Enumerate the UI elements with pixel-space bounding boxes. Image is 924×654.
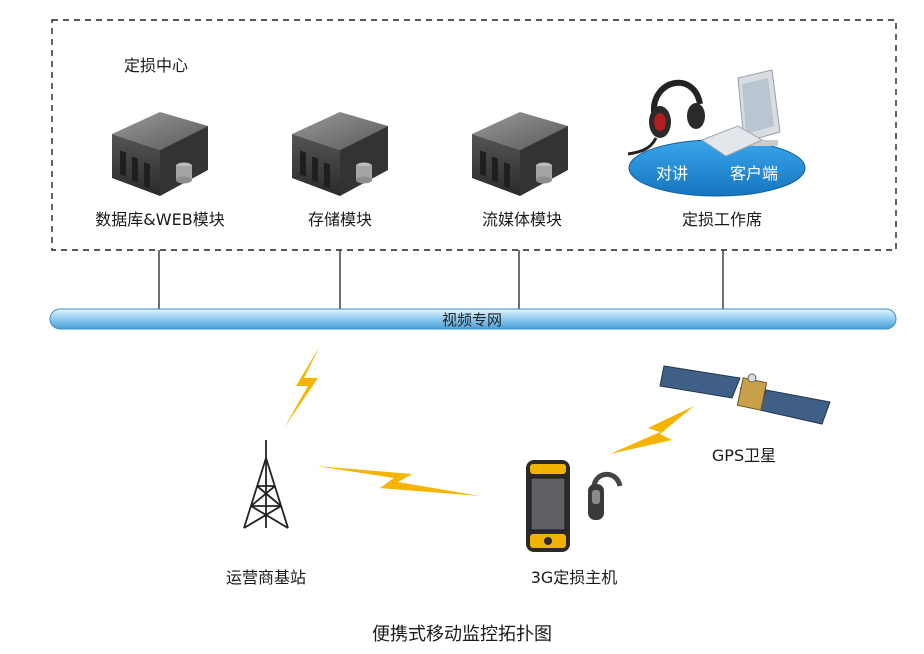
satellite-label: GPS卫星 [711,446,777,465]
base-station-label: 运营商基站 [225,568,307,587]
center-boundary [51,19,897,251]
lightning-icon [316,466,480,496]
module-label-streaming: 流媒体模块 [481,210,563,229]
video-network-pipe [49,308,897,330]
center-title: 定损中心 [124,56,189,75]
network-label: 视频专网 [441,311,503,329]
intercom-tag: 对讲 [656,164,689,183]
host-label: 3G定损主机 [530,568,618,587]
workstation-icon [627,69,806,197]
monitor-icon [737,69,781,146]
lightning-icon [610,406,694,454]
module-label-workstation: 定损工作席 [681,210,763,229]
client-tag: 客户端 [730,164,779,183]
handheld-device-icon [526,460,570,552]
module-label-database-web: 数据库&WEB模块 [95,210,225,229]
module-label-storage: 存储模块 [307,210,373,229]
earpiece-icon [588,472,623,520]
server-icon [472,112,568,196]
satellite-icon [659,365,831,425]
lightning-icon [284,346,320,428]
server-icon [112,112,208,196]
diagram-caption: 便携式移动监控拓扑图 [372,624,552,645]
server-icon [292,112,388,196]
tower-icon [243,440,289,529]
headset-icon [627,79,705,156]
keyboard-icon [700,125,764,157]
